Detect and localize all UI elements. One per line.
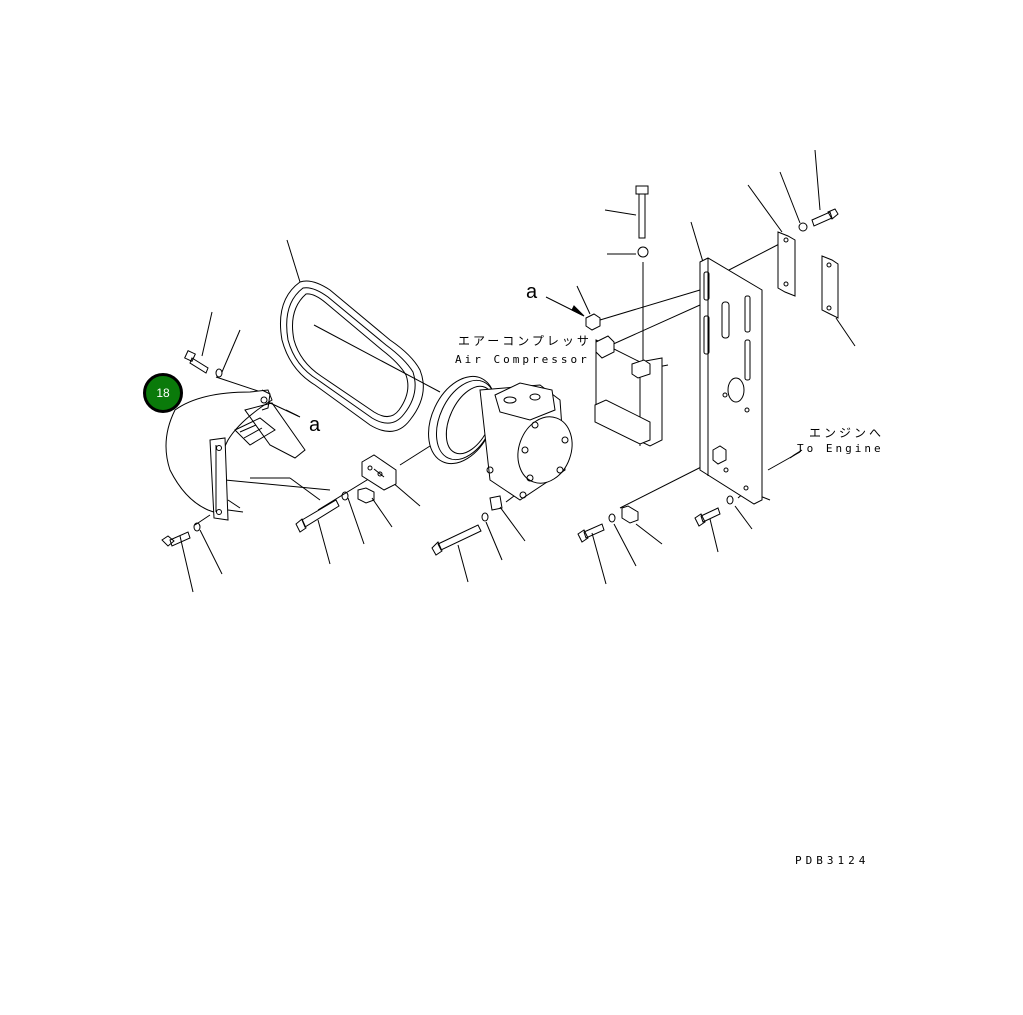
air-compressor — [428, 375, 573, 501]
bolt-lower-left — [161, 522, 201, 547]
bolt-vertical — [635, 185, 649, 258]
bolt-long-left — [295, 499, 340, 533]
arrow-a-left — [267, 401, 301, 418]
belt-cover — [165, 389, 306, 521]
v-belt — [279, 280, 424, 432]
label-to-engine-en: To Engine — [797, 442, 884, 455]
spacer-plate-upper — [777, 231, 796, 297]
spacer-block-middle — [361, 454, 397, 491]
spacer-plate-lower — [821, 255, 839, 319]
arrow-a-top — [545, 296, 585, 317]
bolt-lower-right-1 — [577, 505, 639, 543]
drawing-code: PDB3124 — [795, 854, 870, 867]
label-air-compressor-en: Air Compressor — [455, 353, 590, 366]
mounting-bracket-plate — [699, 257, 763, 505]
callout-18[interactable]: 18 — [143, 373, 183, 413]
ref-mark-a-top: a — [526, 281, 538, 303]
label-to-engine-jp: エンジンへ — [809, 426, 885, 440]
bolt-upper-right — [798, 208, 839, 232]
bolt-lower-right-2 — [694, 495, 734, 527]
sub-bracket — [585, 313, 663, 447]
arrow-to-engine — [767, 449, 803, 471]
label-air-compressor-jp: エアーコンプレッサ — [458, 334, 592, 348]
ref-mark-a-left: a — [309, 414, 321, 436]
bolt-upper-left — [184, 350, 223, 378]
callout-number: 18 — [156, 386, 170, 400]
bolt-long-middle — [431, 495, 503, 556]
clamp-middle — [341, 487, 375, 504]
